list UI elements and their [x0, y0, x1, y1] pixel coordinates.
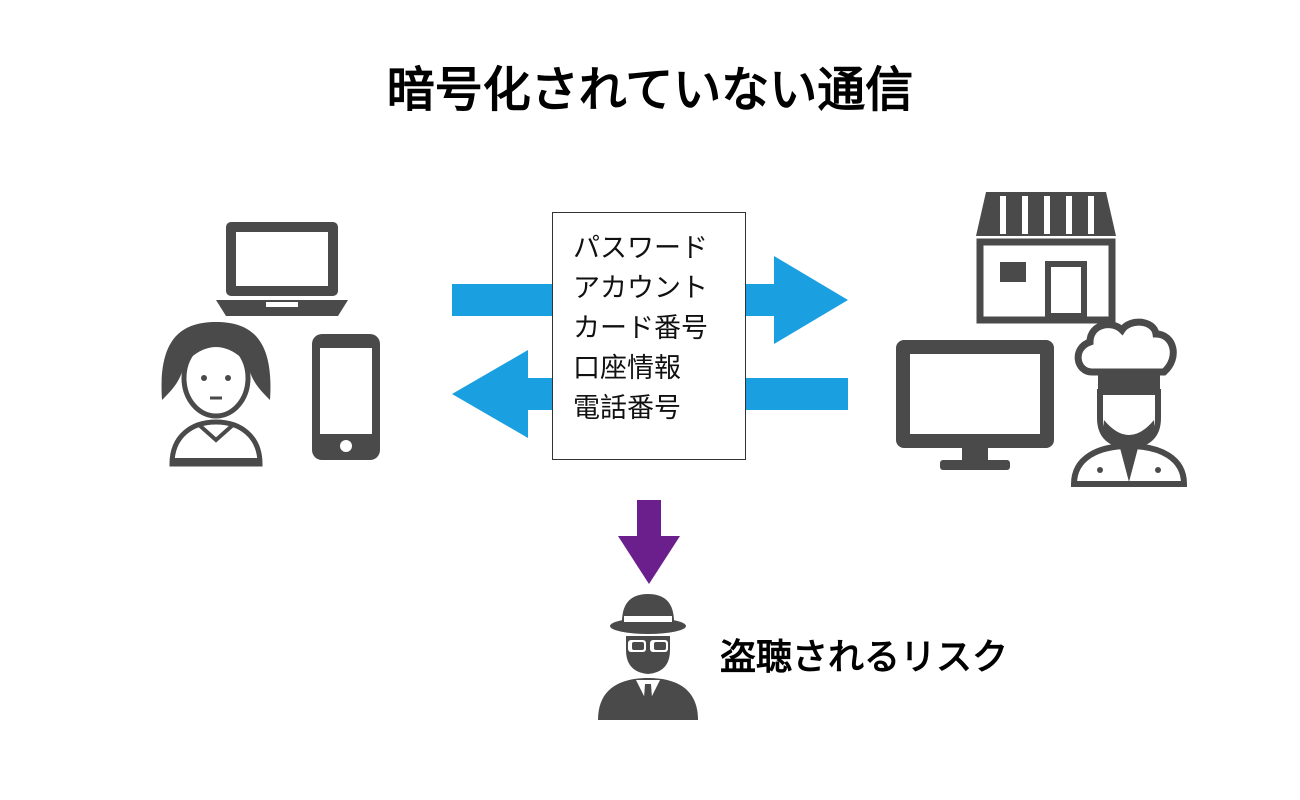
data-item: 口座情報	[573, 353, 681, 384]
data-item-list: パスワード アカウント カード番号 口座情報 電話番号	[573, 229, 745, 429]
transmitted-data-box: パスワード アカウント カード番号 口座情報 電話番号	[552, 212, 746, 460]
spy-icon	[598, 594, 698, 720]
eavesdrop-risk-label: 盗聴されるリスク	[720, 637, 1009, 678]
laptop-icon	[216, 222, 348, 316]
data-item: パスワード	[573, 233, 708, 264]
woman-icon	[161, 322, 271, 467]
send-arrow	[452, 256, 848, 344]
receive-arrow	[452, 350, 848, 438]
data-item: 電話番号	[573, 393, 681, 424]
data-item: アカウント	[573, 273, 708, 304]
monitor-icon	[896, 340, 1054, 470]
eavesdrop-arrow	[618, 500, 680, 584]
shop-icon	[976, 192, 1116, 324]
data-item: カード番号	[573, 313, 708, 344]
page-title: 暗号化されていない通信	[386, 62, 914, 118]
chef-icon	[1070, 318, 1188, 487]
smartphone-icon	[312, 334, 380, 460]
